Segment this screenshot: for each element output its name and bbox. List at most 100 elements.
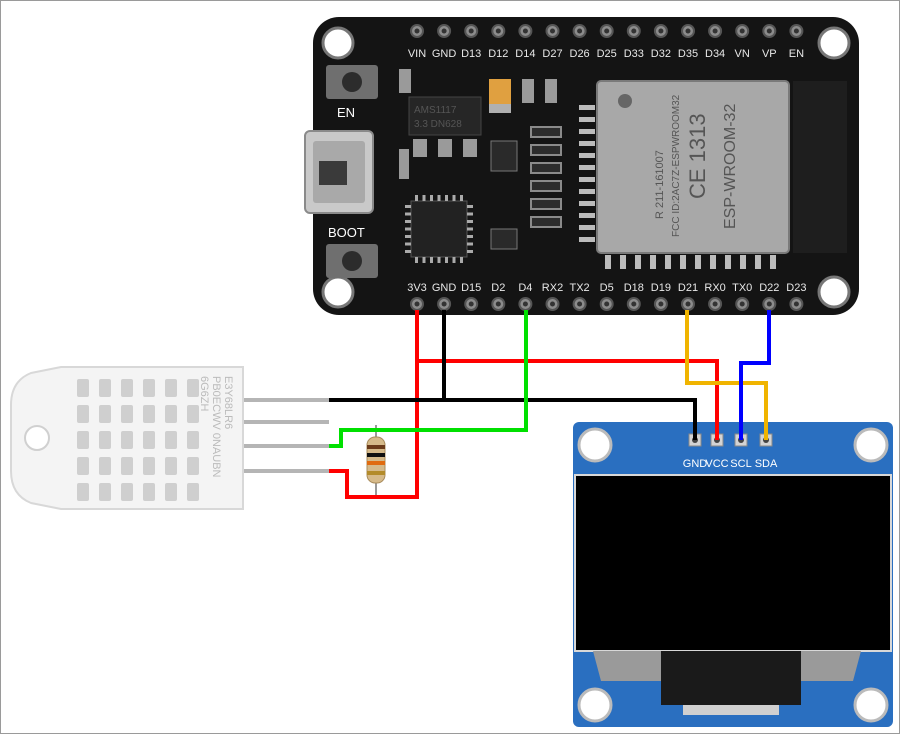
wire-d4-green <box>329 310 528 448</box>
chip-leg <box>445 195 448 201</box>
sensor-vent <box>77 457 89 475</box>
chip-leg <box>405 242 411 246</box>
pin-hole <box>658 28 664 34</box>
sensor-text-group: E3Y68LR6 PB0ECWV 0NAUBN 6G6ZH <box>198 376 234 478</box>
boot-label: BOOT <box>328 225 365 240</box>
sensor-vent <box>165 483 177 501</box>
smd-component <box>530 180 562 192</box>
oled-mount-hole <box>577 687 613 723</box>
pin-label-top: D33 <box>624 48 644 60</box>
module-pad <box>579 129 595 134</box>
sensor-pin <box>243 469 329 473</box>
regulator-leg <box>463 139 477 157</box>
regulator-text-1: AMS1117 <box>414 105 457 116</box>
pin-hole <box>604 28 610 34</box>
sensor-vent <box>165 405 177 423</box>
pin-label-top: VN <box>735 48 750 60</box>
chip-leg <box>467 227 473 231</box>
chip-leg <box>437 195 441 201</box>
pin-label-top: D32 <box>651 48 671 60</box>
module-pad <box>579 213 595 218</box>
pin-label-top: D27 <box>542 48 562 60</box>
chip-leg <box>437 257 441 263</box>
module-pad <box>740 255 746 269</box>
sensor-vent <box>121 483 133 501</box>
pin-hole <box>441 28 447 34</box>
chip-leg <box>452 257 456 263</box>
sensor-vent <box>99 405 111 423</box>
wire-d22-blue <box>739 310 771 440</box>
sensor-vent <box>77 431 89 449</box>
sensor-vent <box>143 431 155 449</box>
chip-leg <box>460 257 463 263</box>
module-pad <box>579 105 595 110</box>
sensor-vent <box>165 457 177 475</box>
oled-pin-label: GND <box>683 458 708 470</box>
oled-screen <box>574 474 892 652</box>
sensor-pins <box>243 398 329 473</box>
sensor-vent <box>99 457 111 475</box>
pin-label-top: VP <box>762 48 777 60</box>
chip-leg <box>430 257 433 263</box>
oled-mount-hole <box>577 427 613 463</box>
sensor-pin <box>243 398 329 402</box>
sensor-vent <box>121 457 133 475</box>
smd-component <box>399 149 409 179</box>
pin-label-top: EN <box>789 48 804 60</box>
module-pad <box>605 255 611 269</box>
module-pad <box>579 201 595 206</box>
smd-component <box>545 79 557 103</box>
en-button[interactable] <box>342 72 362 92</box>
module-pad <box>710 255 716 269</box>
pin-hole <box>712 301 718 307</box>
boot-button[interactable] <box>342 251 362 271</box>
sensor-pin <box>243 444 329 448</box>
chip-leg <box>405 212 411 216</box>
chip-leg <box>422 195 426 201</box>
pin-label-top: D25 <box>597 48 617 60</box>
module-fcc-id: FCC ID:2AC7Z-ESPWROOM32 <box>671 94 682 237</box>
wire-gnd-black <box>329 310 446 402</box>
module-ce-mark: CE 1313 <box>685 113 710 199</box>
module-pad <box>579 117 595 122</box>
pin-label-bottom: D5 <box>600 282 614 294</box>
pin-hole <box>739 301 745 307</box>
sensor-vent <box>99 379 111 397</box>
smd-component <box>399 69 411 93</box>
module-pad <box>725 255 731 269</box>
module-cert: R 211-161007 <box>654 150 666 219</box>
chip-leg <box>467 212 473 216</box>
chip-leg <box>422 257 426 263</box>
module-castellated-pads <box>579 105 776 269</box>
pin-label-top: D13 <box>461 48 481 60</box>
regulator-text-2: 3.3 DN628 <box>414 119 462 130</box>
module-pad <box>579 153 595 158</box>
smd-components <box>399 126 562 250</box>
pin-hole <box>685 301 691 307</box>
resistor-band <box>367 453 385 457</box>
smd-component <box>530 216 562 228</box>
pin-hole <box>658 301 664 307</box>
resistor-band <box>367 471 385 475</box>
chip-leg <box>467 205 473 208</box>
pin-hole <box>631 28 637 34</box>
sensor-vent <box>187 405 199 423</box>
module-pad <box>579 141 595 146</box>
smd-component <box>530 198 562 210</box>
module-pad <box>579 177 595 182</box>
pin-label-bottom: 3V3 <box>407 282 427 294</box>
chip-leg <box>405 235 411 238</box>
voltage-regulator <box>408 96 482 136</box>
smd-component <box>530 162 562 174</box>
sensor-vent <box>143 483 155 501</box>
smd-component <box>522 79 534 103</box>
oled-mount-hole <box>853 427 889 463</box>
sensor-vent-grid <box>77 379 199 501</box>
pin-label-bottom: D2 <box>491 282 505 294</box>
usb-opening <box>319 161 347 185</box>
pin-label-top: D12 <box>488 48 508 60</box>
top-header-pins <box>410 24 804 38</box>
sensor-vent <box>121 431 133 449</box>
